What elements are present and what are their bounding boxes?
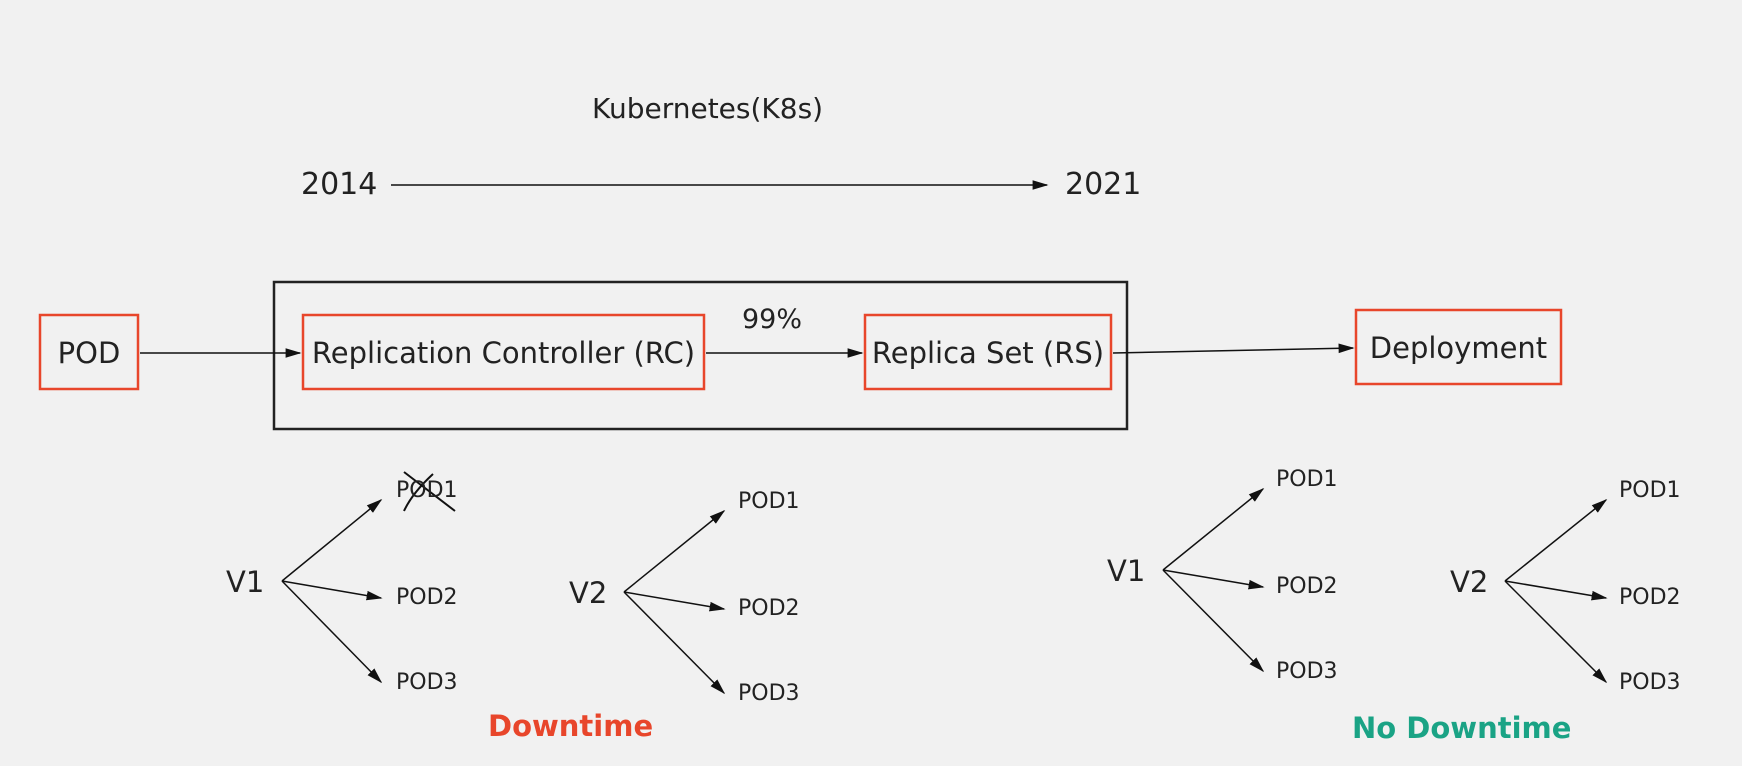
rs-to-deployment-arrow (1112, 343, 1355, 354)
controller-group-box (272, 280, 1129, 431)
left-v1-pod3: POD3 (396, 670, 458, 695)
right-v1-label: V1 (1107, 554, 1146, 588)
right-v2-pod3: POD3 (1619, 670, 1681, 695)
left-v1-arrow-pod3 (281, 580, 383, 684)
right-v2-pod2: POD2 (1619, 585, 1681, 610)
no-downtime-label: No Downtime (1352, 711, 1572, 745)
right-v1-pod2: POD2 (1276, 574, 1338, 599)
left-v1-label: V1 (226, 565, 265, 599)
percent-label: 99% (742, 304, 803, 335)
rc-box (301, 313, 706, 391)
left-v2-arrow-pod3 (623, 591, 726, 695)
rc-box-label: Replication Controller (RC) (311, 336, 696, 370)
right-v1-arrow-pod2 (1162, 569, 1265, 590)
left-v2-pod3: POD3 (738, 681, 800, 706)
right-v1-arrow-pod3 (1162, 569, 1265, 673)
right-v2-arrow-pod2 (1504, 580, 1608, 601)
right-v2-label: V2 (1450, 565, 1489, 599)
timeline-start-year: 2014 (301, 167, 378, 202)
rs-box-label: Replica Set (RS) (871, 336, 1105, 370)
left-v2-arrow-pod2 (623, 591, 726, 612)
timeline-end-year: 2021 (1065, 167, 1142, 202)
left-v1-pod1: POD1 (396, 478, 458, 503)
deployment-box-label: Deployment (1369, 331, 1548, 365)
pod-box-label: POD (57, 336, 121, 370)
deployment-box (1354, 308, 1563, 386)
left-v2-pod1: POD1 (738, 489, 800, 514)
left-v2-label: V2 (569, 576, 608, 610)
left-v1-arrow-pod2 (281, 580, 383, 601)
pod-box (38, 313, 140, 391)
right-v2-arrow-pod3 (1504, 580, 1608, 684)
right-v1-arrow-pod1 (1162, 487, 1265, 571)
left-v2-pod2: POD2 (738, 596, 800, 621)
left-v2-arrow-pod1 (623, 509, 726, 593)
right-v1-pod3: POD3 (1276, 659, 1338, 684)
right-v1-pod1: POD1 (1276, 467, 1338, 492)
pod1-cross-out-mark (403, 471, 456, 512)
right-v2-arrow-pod1 (1504, 498, 1608, 582)
left-v1-arrow-pod1 (281, 498, 383, 582)
rs-box (863, 313, 1113, 391)
right-v2-pod1: POD1 (1619, 478, 1681, 503)
diagram-title: Kubernetes(K8s) (592, 92, 824, 125)
pod1-cross-out-mark-2 (403, 473, 434, 512)
left-v1-pod2: POD2 (396, 585, 458, 610)
downtime-label: Downtime (488, 709, 654, 743)
